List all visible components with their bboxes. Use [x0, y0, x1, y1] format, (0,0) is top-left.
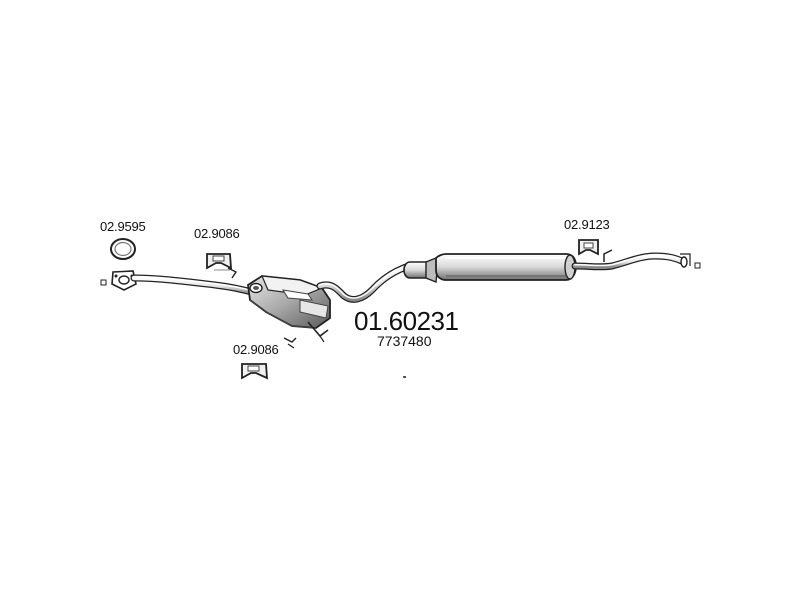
- rubber-hanger-lower-icon: [241, 337, 297, 380]
- tail-hanger-bracket: [603, 249, 613, 262]
- middle-pipe: [316, 261, 416, 303]
- gasket-part-label: 02.9595: [100, 219, 146, 234]
- tail-pipe: [571, 252, 691, 271]
- front-silencer: [247, 275, 331, 343]
- assembly-part-number: 01.60231: [354, 306, 459, 336]
- rubber-hanger-front-icon: [206, 253, 238, 279]
- front-pipe: [130, 274, 259, 297]
- hanger-lower-part-label: 02.9086: [233, 342, 279, 357]
- rubber-hanger-rear-icon: [578, 239, 599, 256]
- rear-end-marker: [694, 262, 701, 269]
- hanger-rear-part-label: 02.9123: [564, 217, 610, 232]
- front-flange-icon: [111, 270, 137, 291]
- front-end-marker: [100, 279, 107, 286]
- gasket-ring-icon: [110, 238, 136, 260]
- oem-reference-number: 7737480: [377, 333, 432, 349]
- stray-marker: [403, 376, 406, 378]
- hanger-front-part-label: 02.9086: [194, 226, 240, 241]
- rear-muffler: [403, 253, 577, 283]
